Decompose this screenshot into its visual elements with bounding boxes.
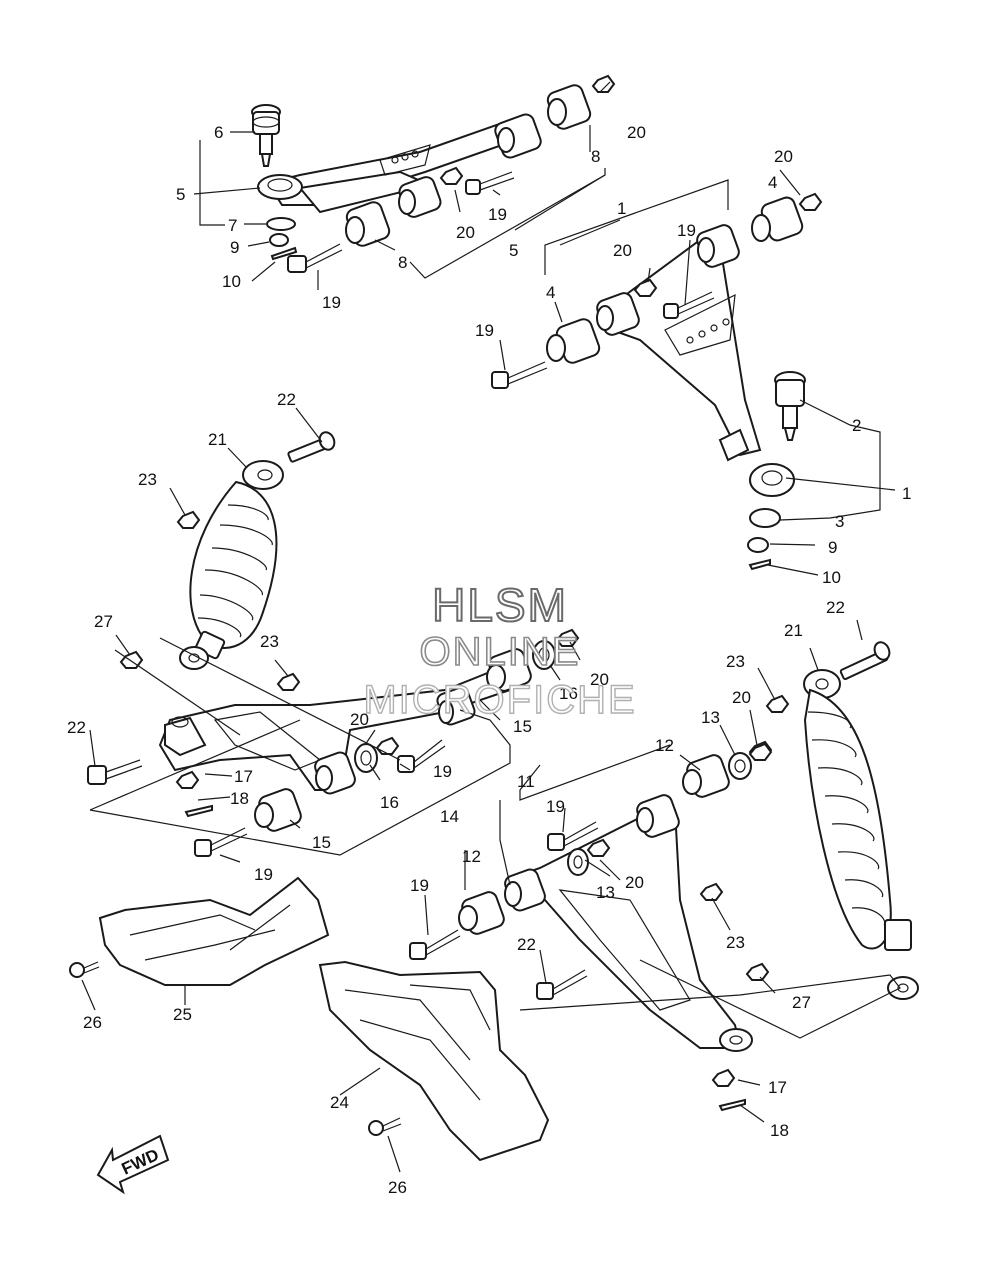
watermark-line-3: MICROFICHE	[363, 677, 637, 722]
callout-20: 20	[456, 223, 475, 242]
callout-19: 19	[254, 865, 273, 884]
callout-24: 24	[330, 1093, 349, 1112]
callout-19: 19	[433, 762, 452, 781]
callout-22: 22	[826, 598, 845, 617]
callout-26: 26	[388, 1178, 407, 1197]
callout-3: 3	[835, 512, 844, 531]
callout-22: 22	[67, 718, 86, 737]
callout-23: 23	[138, 470, 157, 489]
circlip-left	[266, 217, 296, 231]
bushings-right	[491, 192, 823, 389]
callout-10: 10	[822, 568, 841, 587]
callout-22: 22	[517, 935, 536, 954]
callout-23: 23	[726, 652, 745, 671]
callout-21: 21	[784, 621, 803, 640]
callout-16: 16	[559, 684, 578, 703]
callout-27: 27	[94, 612, 113, 631]
circlip-right	[749, 508, 781, 528]
callout-19: 19	[488, 205, 507, 224]
shock-absorber-left	[176, 431, 336, 670]
callout-19: 19	[410, 876, 429, 895]
callout-1: 1	[902, 484, 911, 503]
arm-guard-left	[69, 876, 330, 986]
arm-guard-center	[318, 960, 550, 1162]
callout-13: 13	[701, 708, 720, 727]
callout-4: 4	[546, 283, 555, 302]
upper-arm-left	[257, 113, 542, 218]
callout-6: 6	[214, 123, 223, 142]
cotter-pin-left	[270, 246, 298, 261]
callout-4: 4	[768, 173, 777, 192]
callout-27: 27	[792, 993, 811, 1012]
callout-19: 19	[475, 321, 494, 340]
callout-9: 9	[828, 538, 837, 557]
callout-11: 11	[517, 772, 535, 791]
callout-2: 2	[852, 416, 861, 435]
callout-20: 20	[732, 688, 751, 707]
callout-18: 18	[770, 1121, 789, 1140]
callout-13: 13	[596, 883, 615, 902]
callout-15: 15	[312, 833, 331, 852]
callout-15: 15	[513, 717, 532, 736]
callout-21: 21	[208, 430, 227, 449]
callout-17: 17	[768, 1078, 787, 1097]
callout-17: 17	[234, 767, 253, 786]
callout-20: 20	[774, 147, 793, 166]
callout-20: 20	[613, 241, 632, 260]
callout-10: 10	[222, 272, 241, 291]
callout-1: 1	[617, 199, 626, 218]
callout-23: 23	[260, 632, 279, 651]
callout-12: 12	[462, 847, 481, 866]
callout-8: 8	[591, 147, 600, 166]
bushings-upper-left	[345, 84, 592, 247]
callout-20: 20	[627, 123, 646, 142]
callout-9: 9	[230, 238, 239, 257]
callout-19: 19	[322, 293, 341, 312]
callout-numbers: 6 5 7 9 10 19 8 5 20 19 8 20 20 4 1 19 2…	[67, 123, 911, 1197]
bolts-upper-left	[287, 74, 616, 273]
callout-7: 7	[228, 216, 237, 235]
callout-12: 12	[655, 736, 674, 755]
bushings-lower-right	[409, 742, 773, 1000]
watermark-line-2: ONLINE	[419, 629, 581, 675]
callout-19: 19	[546, 797, 565, 816]
ball-joint-upper-left	[251, 104, 281, 167]
callout-26: 26	[83, 1013, 102, 1032]
cotter-pin-right	[748, 558, 771, 571]
watermark-line-1: HLSM	[431, 578, 568, 632]
lower-arm-right	[596, 224, 795, 497]
callout-19: 19	[677, 221, 696, 240]
castle-nut-left	[269, 233, 289, 247]
ball-joint-right	[774, 371, 806, 441]
castle-nut-right	[747, 537, 769, 553]
callout-20: 20	[625, 873, 644, 892]
callout-16: 16	[380, 793, 399, 812]
callout-20: 20	[350, 710, 369, 729]
callout-14: 14	[440, 807, 459, 826]
callout-5: 5	[176, 185, 185, 204]
callout-18: 18	[230, 789, 249, 808]
callout-20: 20	[590, 670, 609, 689]
callout-5: 5	[509, 241, 518, 260]
leader-lines	[81, 81, 901, 1173]
callout-8: 8	[398, 253, 407, 272]
callout-25: 25	[173, 1005, 192, 1024]
callout-23: 23	[726, 933, 745, 952]
shock-absorber-right	[748, 641, 919, 1000]
fwd-arrow-icon	[96, 1134, 170, 1195]
callout-22: 22	[277, 390, 296, 409]
